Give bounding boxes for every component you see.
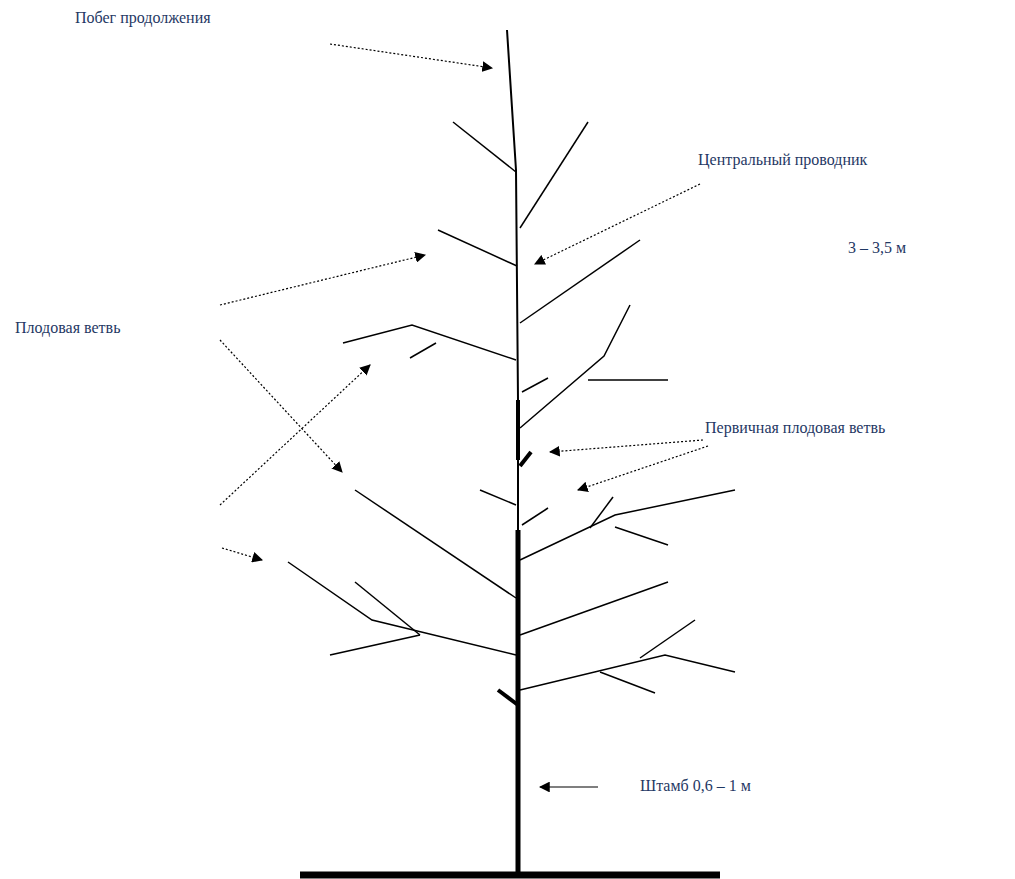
leader-lines <box>220 44 708 560</box>
leader-line <box>540 786 598 787</box>
branch-label: Плодовая ветвь <box>15 318 120 337</box>
shoot-label: Побег продолжения <box>75 8 211 27</box>
ground-line <box>300 872 720 879</box>
tree-branches <box>288 122 735 693</box>
leader-label: Центральный проводник <box>698 150 867 169</box>
height-dimension: 3 – 3,5 м <box>848 238 906 257</box>
tree-trunk <box>498 30 531 875</box>
trunk-label: Штамб 0,6 – 1 м <box>640 776 751 795</box>
primary-branch-label: Первичная плодовая ветвь <box>705 418 885 437</box>
